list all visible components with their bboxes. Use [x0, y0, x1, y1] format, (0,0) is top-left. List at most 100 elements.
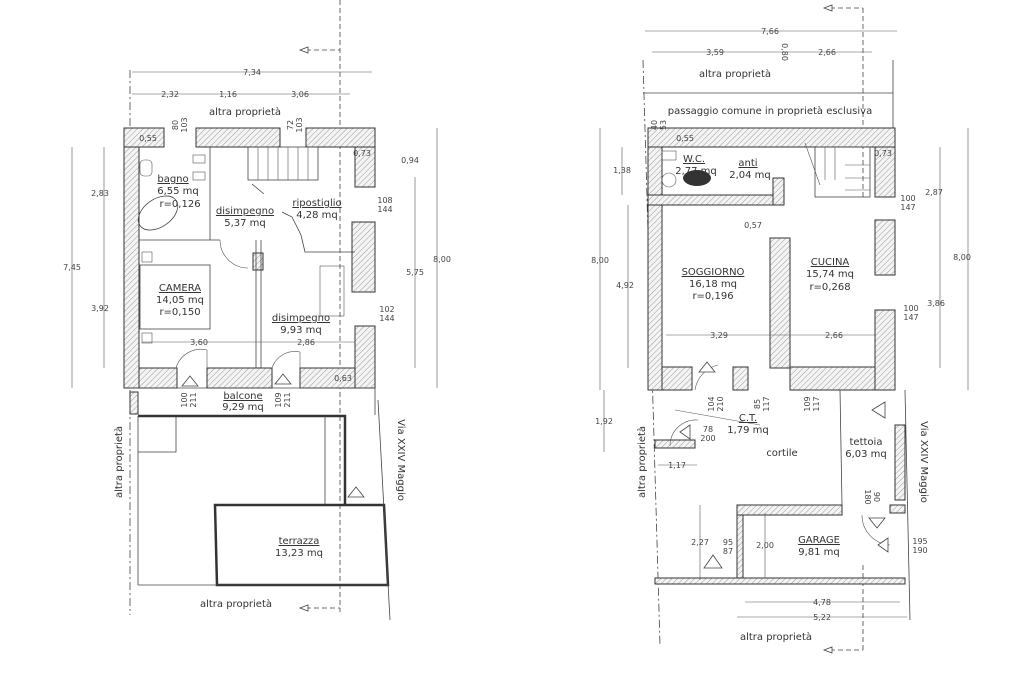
room-camera-name: CAMERA [159, 283, 201, 294]
dim-garage-w1: 4,78 [813, 598, 831, 607]
staircase [247, 146, 319, 181]
opening-width: 95 [723, 538, 733, 547]
dim-left-b: 3,92 [91, 304, 109, 313]
room-disimpegno-a-area: 5,37 mq [224, 218, 266, 229]
room-ripostiglio-name: ripostiglio [292, 198, 341, 209]
dim-w1: 3,59 [706, 48, 724, 57]
label-altra-proprieta-top: altra proprietà [209, 106, 281, 118]
room-cucina-name: CUCINA [811, 257, 850, 268]
room-bagno-ratio: r=0,126 [159, 199, 200, 210]
opening-height: 87 [723, 547, 733, 556]
opening-height: 117 [812, 396, 821, 411]
opening-width: 100 [903, 304, 918, 313]
room-cortile-name: cortile [766, 448, 797, 459]
opening-width: 40 [650, 120, 659, 130]
dim-camera-width: 3,60 [190, 338, 208, 347]
walls [647, 127, 906, 585]
bathtub [137, 195, 179, 231]
opening-height: 180 [863, 489, 872, 504]
dim-garage-w2: 5,22 [813, 613, 831, 622]
room-bagno-name: bagno [157, 174, 188, 185]
opening-width: 80 [171, 120, 180, 130]
dim-w2: 2,66 [818, 48, 836, 57]
room-anti-area: 2,04 mq [729, 170, 771, 181]
bed [139, 264, 211, 330]
dim-disimpegno-width: 2,86 [297, 338, 315, 347]
label-street: Via XXIV Maggio [918, 421, 929, 503]
label-altra-proprieta-top: altra proprietà [699, 68, 771, 80]
dim-right-a: 5,75 [406, 268, 424, 277]
dim-wall-073: 0,73 [874, 149, 892, 158]
dim-right-small: 0,94 [401, 156, 419, 165]
dim-wall-063: 0,63 [334, 374, 352, 383]
opening-height: 103 [295, 117, 304, 132]
opening-width: 90 [872, 492, 881, 502]
dim-total-width: 7,66 [761, 27, 779, 36]
room-soggiorno-area: 16,18 mq [689, 279, 737, 290]
room-bagno-area: 6,55 mq [157, 186, 199, 197]
opening-width: 78 [703, 425, 713, 434]
dim-left-total: 8,00 [591, 256, 609, 265]
opening-width: 109 [274, 392, 283, 407]
dim-wall-073: 0,73 [353, 149, 371, 158]
room-wc-name: W.C. [683, 154, 705, 165]
dim-wall-055: 0,55 [139, 134, 157, 143]
dim-wall-057: 0,57 [744, 221, 762, 230]
opening-height: 117 [762, 396, 771, 411]
room-tettoia-name: tettoia [850, 437, 883, 448]
opening-height: 211 [283, 392, 292, 407]
opening-width: 72 [286, 120, 295, 130]
room-balcone-area: 9,29 mq [222, 402, 264, 413]
label-altra-proprieta-left: altra proprietà [113, 426, 125, 498]
sink [661, 150, 677, 161]
room-garage-area: 9,81 mq [798, 547, 840, 558]
opening-width: 195 [912, 537, 927, 546]
dim-left-b: 4,92 [616, 281, 634, 290]
dim-right-total: 8,00 [953, 253, 971, 262]
label-altra-proprieta-left: altra proprietà [636, 426, 648, 498]
opening-height: 147 [900, 203, 915, 212]
dim-right-b: 3,86 [927, 299, 945, 308]
shower-tray [683, 170, 711, 186]
dim-left-wc: 1,38 [613, 166, 631, 175]
room-terrazza-area: 13,23 mq [275, 548, 323, 559]
room-disimpegno-b-name: disimpegno [272, 313, 330, 324]
dim-left-cortile: 1,92 [595, 417, 613, 426]
dim-garage-height: 2,27 [691, 538, 709, 547]
walls [123, 127, 376, 415]
dim-cucina-width: 2,66 [825, 331, 843, 340]
opening-height: 210 [716, 396, 725, 411]
label-passaggio: passaggio comune in proprietà esclusiva [668, 105, 872, 117]
room-camera-ratio: r=0,150 [159, 307, 200, 318]
dim-left-a: 2,83 [91, 189, 109, 198]
room-balcone-name: balcone [223, 391, 262, 402]
dim-right-total: 8,00 [433, 255, 451, 264]
staircase [814, 146, 871, 198]
left-floor-plan: 7,34 2,32 1,16 3,06 7,45 2,83 3,92 8,00 … [63, 0, 451, 621]
opening-width: 108 [377, 196, 392, 205]
label-street: Via XXIV Maggio [395, 419, 406, 501]
opening-height: 144 [379, 314, 394, 323]
label-altra-proprieta-bottom: altra proprietà [740, 631, 812, 643]
dim-ct-width: 1,17 [668, 461, 686, 470]
right-floor-plan: 7,66 3,59 0,80 2,66 8,00 1,38 4,92 1,92 … [591, 4, 971, 654]
sink [139, 159, 153, 177]
dim-soggiorno-width: 3,29 [710, 331, 728, 340]
room-anti-name: anti [738, 158, 757, 169]
room-disimpegno-b-area: 9,93 mq [280, 325, 322, 336]
room-soggiorno-ratio: r=0,196 [692, 291, 733, 302]
dim-total-width: 7,34 [243, 68, 261, 77]
entry-arrow [703, 554, 723, 569]
opening-width: 102 [379, 305, 394, 314]
opening-height: 103 [180, 117, 189, 132]
opening-width: 104 [707, 396, 716, 411]
opening-height: 147 [903, 313, 918, 322]
opening-width: 100 [180, 392, 189, 407]
door-swing [219, 239, 249, 269]
room-cucina-area: 15,74 mq [806, 269, 854, 280]
dim-w-mid: 0,80 [780, 43, 789, 61]
opening-height: 53 [659, 120, 668, 130]
room-ct-name: C.T. [739, 413, 757, 424]
room-soggiorno-name: SOGGIORNO [682, 267, 745, 278]
room-camera-area: 14,05 mq [156, 295, 204, 306]
